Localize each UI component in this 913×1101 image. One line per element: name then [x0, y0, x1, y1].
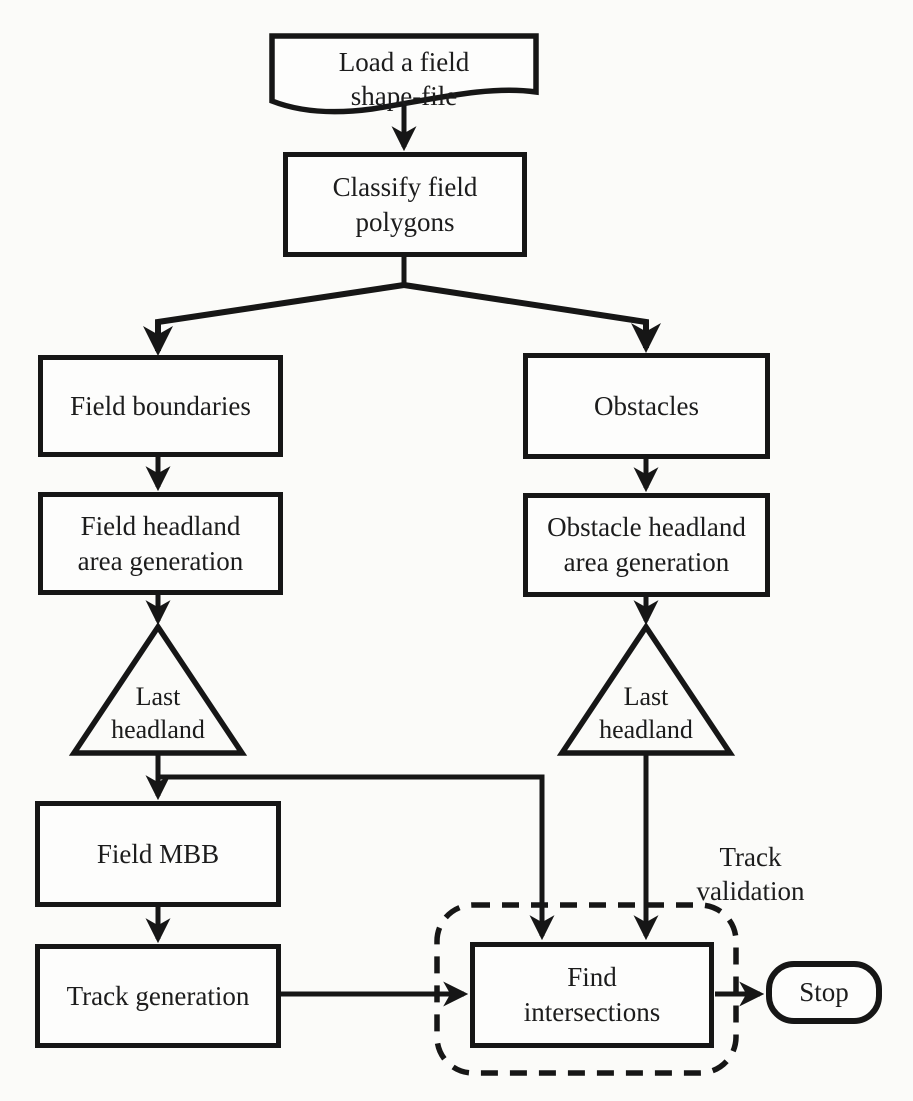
node-load-shapefile: Load a field shape-file: [280, 45, 528, 113]
node-load-shapefile-line2: shape-file: [350, 81, 458, 112]
node-track-generation: Track generation: [35, 944, 281, 1048]
node-stop: Stop: [766, 961, 882, 1024]
node-field-mbb-label: Field MBB: [96, 838, 220, 869]
node-last-headland-left-line1: Last: [135, 682, 181, 711]
node-find-intersections-line2: intersections: [523, 997, 661, 1027]
node-last-headland-right-line2: headland: [599, 715, 693, 745]
node-field-headland-line1: Field headland: [80, 510, 241, 541]
connector-branch-right: [403, 282, 661, 353]
node-classify-polygons-line1: Classify field: [332, 171, 478, 202]
annotation-track-validation: Track validation: [668, 840, 833, 908]
node-last-headland-left: Last headland: [78, 680, 238, 746]
node-field-boundaries-label: Field boundaries: [70, 390, 251, 421]
node-field-headland: Field headland area generation: [38, 492, 283, 595]
node-field-mbb: Field MBB: [35, 801, 281, 907]
node-find-intersections: Find intersections: [470, 942, 714, 1048]
node-load-shapefile-line1: Load a field: [338, 47, 470, 77]
node-field-headland-line2: area generation: [77, 545, 244, 576]
node-last-headland-right: Last headland: [566, 680, 726, 746]
connector-branch-left: [143, 282, 405, 356]
node-obstacle-headland-line2: area generation: [563, 547, 730, 577]
node-find-intersections-line1: Find: [567, 962, 617, 993]
node-stop-label: Stop: [799, 977, 849, 1008]
annotation-track-validation-line2: validation: [696, 876, 805, 907]
node-obstacle-headland-line1: Obstacle headland: [547, 512, 746, 543]
node-field-boundaries: Field boundaries: [38, 355, 283, 457]
node-obstacles: Obstacles: [523, 353, 770, 459]
node-classify-polygons: Classify field polygons: [283, 152, 527, 257]
node-track-generation-label: Track generation: [66, 980, 250, 1011]
track-validation-dashed-region: [434, 902, 739, 1076]
triangle-last-headland-left: [68, 622, 248, 756]
connector-triangle-left-to-find: [158, 774, 555, 941]
triangle-last-headland-right: [556, 622, 736, 756]
annotation-track-validation-line1: Track: [719, 842, 782, 872]
node-last-headland-right-line1: Last: [623, 682, 669, 711]
node-obstacles-label: Obstacles: [594, 390, 699, 421]
document-shape: [269, 33, 539, 115]
node-classify-polygons-line2: polygons: [355, 206, 455, 237]
node-obstacle-headland: Obstacle headland area generation: [523, 493, 770, 597]
node-last-headland-left-line2: headland: [111, 715, 205, 745]
